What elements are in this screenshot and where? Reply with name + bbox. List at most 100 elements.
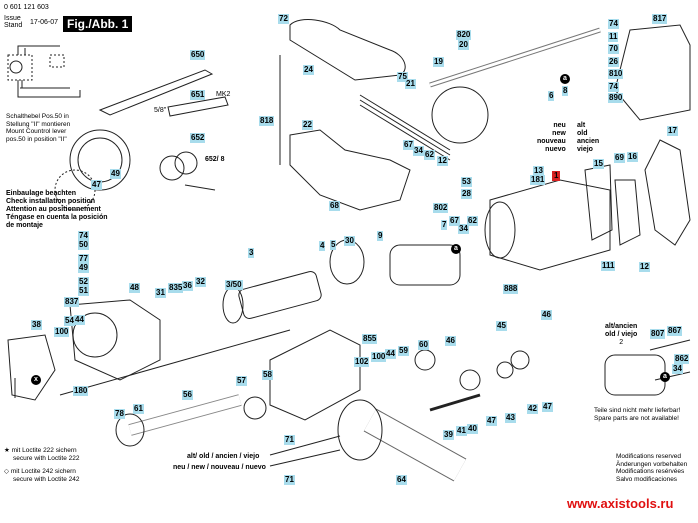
callout: 7 <box>441 220 448 230</box>
callout: 45 <box>496 321 507 331</box>
callout: 47 <box>91 180 102 190</box>
callout: 867 <box>667 326 683 336</box>
note-line: Salvo modificaciones <box>616 475 678 483</box>
marker-a-text: a <box>660 372 670 382</box>
callout: 652 <box>190 133 206 143</box>
callout: 52 <box>78 277 89 287</box>
callout: 102 <box>354 357 370 367</box>
callout: 32 <box>195 277 206 287</box>
callout: 28 <box>461 189 472 199</box>
note-line: Modifications reserved <box>616 453 682 460</box>
callout: 72 <box>278 14 289 24</box>
callout: 40 <box>467 424 478 434</box>
callout: 835 <box>168 283 184 293</box>
note-line: ancien <box>577 138 600 145</box>
callout: 41 <box>456 426 467 436</box>
callout: 59 <box>398 346 409 356</box>
old-brush-note: alt old ancien viejo <box>577 122 599 154</box>
note-line: Teile sind nicht mehr lieferbar! <box>594 407 681 414</box>
note-line: Téngase en cuenta la posición <box>6 214 108 221</box>
callout: 67 <box>449 216 460 226</box>
callout: 31 <box>155 288 166 298</box>
note-line: new <box>552 130 566 137</box>
callout: 820 <box>456 30 472 40</box>
callout: 651 <box>190 90 206 100</box>
loctite-222-note: ★ mit Loctite 222 sichern secure with Lo… <box>4 447 79 462</box>
callout: 47 <box>542 402 553 412</box>
website-link[interactable]: www.axistools.ru <box>567 496 674 511</box>
callout: 20 <box>458 40 469 50</box>
callout: 807 <box>650 329 666 339</box>
callout: 48 <box>129 283 140 293</box>
callout: 39 <box>443 430 454 440</box>
modifications-note: Modifications reserved Änderungen vorbeh… <box>616 453 687 483</box>
callout: 69 <box>614 153 625 163</box>
note-line: secure with Loctite 242 <box>13 475 80 483</box>
callout: 70 <box>608 44 619 54</box>
callout: 77 <box>78 254 89 264</box>
note-line: de montaje <box>6 222 43 229</box>
callout: 111 <box>601 261 616 271</box>
marker-x: x <box>31 368 41 386</box>
callout: 34 <box>458 224 469 234</box>
marker-a: a <box>451 237 461 255</box>
screw-old-label: alt/ old / ancien / viejo <box>187 453 260 460</box>
old-armature-note: alt/ancien old / viejo 2 <box>605 323 637 347</box>
callout: 71 <box>284 475 295 485</box>
callout: 50 <box>78 240 89 250</box>
callout: 49 <box>78 263 89 273</box>
note-line: Stellung "II" montieren <box>6 120 71 128</box>
part-number: 0 601 121 603 <box>4 4 49 11</box>
callout: 60 <box>418 340 429 350</box>
callout: 75 <box>397 72 408 82</box>
callout: 22 <box>302 120 313 130</box>
stand-label: Stand <box>4 22 23 29</box>
marker-a: a <box>660 365 670 383</box>
note-line: old <box>577 130 588 137</box>
figure-label: Fig./Abb. 1 <box>63 16 133 32</box>
callout: 36 <box>182 281 193 291</box>
callout: 3 <box>248 248 255 258</box>
callout: 64 <box>396 475 407 485</box>
callout: 100 <box>54 327 70 337</box>
installation-note: Einbaulage beachten Check installation p… <box>6 190 108 230</box>
note-line: nuevo <box>545 146 566 153</box>
note-line: Mount Countrol lever <box>6 128 67 135</box>
diamond-icon: ◇ <box>4 468 9 475</box>
wiring-diagram <box>7 45 81 98</box>
callout: 74 <box>608 82 619 92</box>
callout: 53 <box>461 177 472 187</box>
loctite-242-note: ◇ mit Loctite 242 sichern secure with Lo… <box>4 468 79 483</box>
mk2-label: MK2 <box>216 91 231 98</box>
callout: 19 <box>433 57 444 67</box>
note-line: pos.50 in position "II" <box>6 135 67 143</box>
issue-label: Issue <box>4 15 21 22</box>
callout: 802 <box>433 203 449 213</box>
callout: 61 <box>133 404 144 414</box>
note-line: neu <box>553 122 566 129</box>
callout: 38 <box>31 320 42 330</box>
callout: 67 <box>403 140 414 150</box>
callout: 818 <box>259 116 275 126</box>
callout: 21 <box>405 79 416 89</box>
callout: 78 <box>114 409 125 419</box>
note-line: secure with Loctite 222 <box>13 454 80 462</box>
note-line: Spare parts are not available! <box>594 414 679 422</box>
callout: 49 <box>110 169 121 179</box>
callout: 51 <box>78 286 89 296</box>
callout: 30 <box>344 236 355 246</box>
not-available-note: Teile sind nicht mehr lieferbar! Spare p… <box>594 407 680 422</box>
callout: 56 <box>182 390 193 400</box>
note-line: Einbaulage beachten <box>6 190 77 197</box>
marker-a: a <box>560 67 570 85</box>
callout: 810 <box>608 69 624 79</box>
callout: 26 <box>608 57 619 67</box>
callout: 44 <box>385 349 396 359</box>
new-brush-note: neu new nouveau nuevo <box>537 122 566 154</box>
callout: 12 <box>639 262 650 272</box>
callout: 11 <box>608 32 619 42</box>
star-icon: ★ <box>4 447 10 454</box>
callout: 16 <box>627 152 638 162</box>
note-line: Änderungen vorbehalten <box>616 460 688 468</box>
